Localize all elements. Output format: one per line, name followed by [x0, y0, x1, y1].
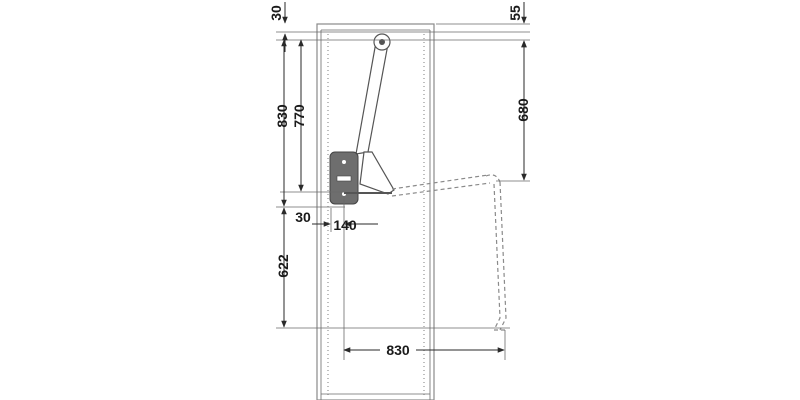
housing-slot	[336, 175, 352, 182]
dim-total-height-label: 830	[274, 104, 290, 128]
dim-horizontal-reach: 830	[343, 340, 505, 358]
dim-top-offset-label: 30	[268, 5, 284, 21]
dim-arm-height: 770	[291, 39, 307, 192]
dim-mechanism-depth: 140	[333, 217, 378, 233]
lowered-rail-curve	[485, 174, 501, 183]
dim-lowered-drop: 680	[515, 40, 531, 181]
lowered-position	[391, 174, 507, 331]
lowered-arm-bottom	[391, 182, 491, 197]
dim-lower-height: 622	[275, 207, 291, 328]
dim-top-right-offset-label: 55	[507, 5, 523, 21]
dim-lower-height-label: 622	[275, 254, 291, 278]
lowered-drop-inner	[493, 183, 501, 329]
housing-screw-top	[342, 160, 346, 164]
lowered-drop-outer	[499, 181, 507, 331]
dim-arm-height-label: 770	[291, 104, 307, 128]
lowered-arm-top	[391, 174, 489, 190]
extension-lines	[276, 23, 530, 360]
wardrobe-lift	[329, 33, 395, 205]
dim-total-height: 830	[274, 39, 290, 207]
dim-side-offset-label: 30	[295, 209, 311, 225]
dim-top-offset: 30	[268, 2, 288, 52]
pivot-pin	[379, 39, 385, 45]
dim-lowered-drop-label: 680	[515, 98, 531, 122]
dim-side-offset: 30	[295, 209, 331, 227]
dim-mechanism-depth-label: 140	[333, 217, 357, 233]
dim-horizontal-reach-label: 830	[386, 342, 410, 358]
dim-top-right-offset: 55	[507, 2, 527, 52]
